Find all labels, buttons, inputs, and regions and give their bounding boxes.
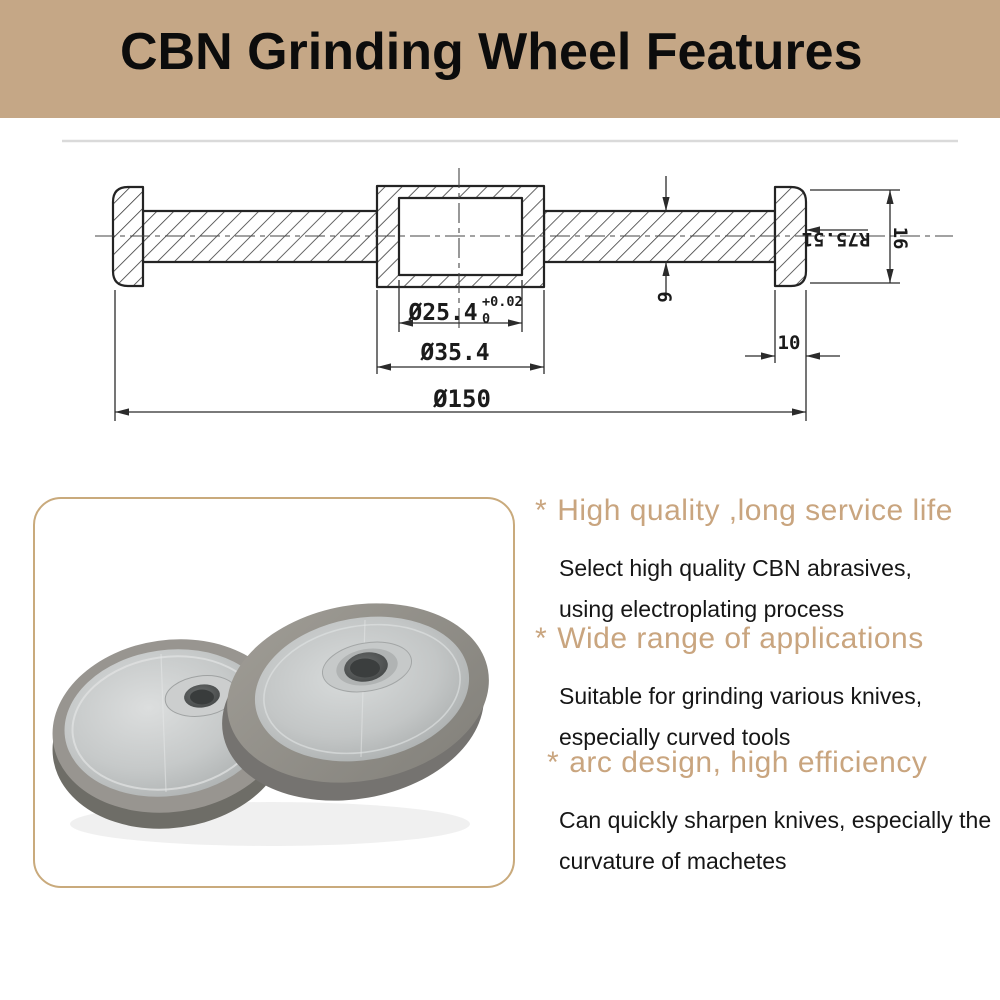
feature-line: Can quickly sharpen knives, especially t… (559, 807, 992, 833)
feature-line: Select high quality CBN abrasives, (559, 555, 912, 581)
feature-line: using electroplating process (559, 596, 845, 622)
feature-title: Wide range of applications (557, 622, 924, 655)
page-title: CBN Grinding Wheel Features (120, 23, 863, 81)
feature-title: High quality ,long service life (557, 494, 953, 527)
feature-title-row: * High quality ,long service life (535, 492, 990, 530)
feature-item-quality: * High quality ,long service life Select … (535, 492, 990, 638)
feature-title-row: * arc design, high efficiency (535, 744, 990, 782)
wheel-cross-section-drawing: Ø25.4 +0.02 0 Ø35.4 Ø150 (62, 139, 958, 421)
dim-bore-label: Ø25.4 (407, 300, 477, 326)
dim-bore-diameter: Ø25.4 +0.02 0 (398, 280, 523, 332)
right-rim-section (773, 185, 808, 288)
dim-plate-thickness: 6 (653, 176, 675, 303)
title-banner: CBN Grinding Wheel Features (0, 0, 1000, 118)
product-photo-frame (33, 497, 515, 888)
dim-bore-tol-lower: 0 (482, 311, 490, 327)
feature-bullet: * (535, 622, 548, 655)
dim-plate-label: 6 (653, 291, 675, 302)
left-rim-section (111, 185, 145, 288)
dim-bore-tol-upper: +0.02 (482, 294, 523, 310)
feature-line: especially curved tools (559, 724, 791, 750)
dim-rim-width-label: 10 (778, 332, 801, 354)
grinding-wheel-front (222, 603, 489, 801)
feature-item-applications: * Wide range of applications Suitable for… (535, 620, 990, 766)
feature-title: arc design, high efficiency (569, 746, 928, 779)
feature-item-arc-design: * arc design, high efficiency Can quickly… (535, 744, 992, 890)
dim-hub-diameter: Ø35.4 (376, 290, 545, 374)
feature-title-row: * Wide range of applications (535, 620, 990, 658)
feature-line: Suitable for grinding various knives, (559, 683, 923, 709)
dim-arc-radius-label: R75.51 (802, 228, 871, 250)
dim-thickness-label: 16 (889, 227, 911, 250)
dim-arc-radius: R75.51 (802, 226, 871, 250)
feature-line: curvature of machetes (559, 848, 787, 874)
dim-rim-width: 10 (745, 290, 840, 363)
dim-outer-label: Ø150 (432, 385, 491, 413)
dim-wheel-thickness: 16 (810, 189, 911, 284)
feature-bullet: * (535, 494, 548, 527)
grinding-wheels-photo (52, 603, 489, 846)
feature-bullet: * (547, 746, 560, 779)
dim-hub-label: Ø35.4 (419, 340, 489, 366)
